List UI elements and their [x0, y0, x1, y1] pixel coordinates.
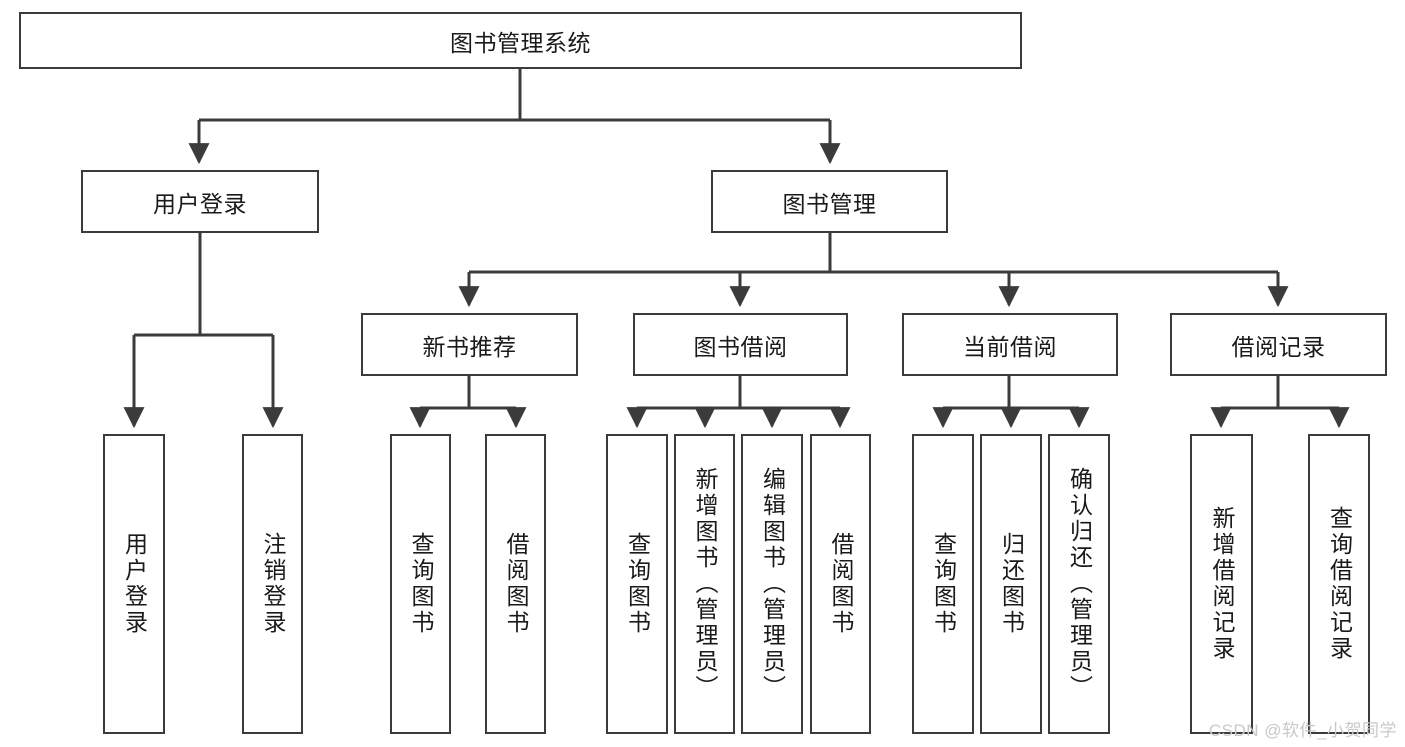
node-new-book-recommend[interactable]: 新书推荐: [361, 313, 578, 376]
leaf-node-label: 注销登录: [260, 532, 286, 636]
leaf-node[interactable]: 借阅图书: [485, 434, 546, 734]
node-borrow-records[interactable]: 借阅记录: [1170, 313, 1387, 376]
leaf-node[interactable]: 注销登录: [242, 434, 303, 734]
leaf-node[interactable]: 查询图书: [912, 434, 974, 734]
leaf-node[interactable]: 借阅图书: [810, 434, 871, 734]
leaf-node-label: 查询借阅记录: [1326, 506, 1353, 662]
node-current-borrow-label: 当前借阅: [963, 333, 1057, 360]
leaf-node-label: 借阅图书: [503, 532, 529, 636]
leaf-node-label: 新增图书（管理员）: [692, 467, 718, 701]
node-root-label: 图书管理系统: [450, 29, 591, 56]
leaf-node-label: 归还图书: [998, 532, 1025, 636]
node-user-login[interactable]: 用户登录: [81, 170, 319, 233]
node-book-borrow[interactable]: 图书借阅: [633, 313, 848, 376]
leaf-node-label: 查询图书: [930, 532, 957, 636]
leaf-node-label: 用户登录: [121, 532, 148, 636]
leaf-node-label: 编辑图书（管理员）: [759, 467, 786, 701]
leaf-node-label: 确认归还（管理员）: [1066, 467, 1093, 701]
leaf-node[interactable]: 编辑图书（管理员）: [741, 434, 803, 734]
watermark-text: CSDN @软件_小贺同学: [1208, 721, 1397, 740]
node-borrow-records-label: 借阅记录: [1231, 333, 1326, 360]
leaf-node[interactable]: 新增借阅记录: [1190, 434, 1253, 734]
node-book-management[interactable]: 图书管理: [711, 170, 948, 233]
node-book-borrow-label: 图书借阅: [693, 333, 788, 360]
leaf-node-label: 借阅图书: [828, 532, 854, 636]
leaf-node[interactable]: 确认归还（管理员）: [1048, 434, 1110, 734]
node-user-login-label: 用户登录: [153, 190, 247, 217]
node-current-borrow[interactable]: 当前借阅: [902, 313, 1118, 376]
leaf-node-label: 查询图书: [408, 532, 434, 636]
leaf-node-label: 新增借阅记录: [1209, 506, 1235, 662]
node-root-system[interactable]: 图书管理系统: [19, 12, 1022, 69]
leaf-node[interactable]: 归还图书: [980, 434, 1042, 734]
leaf-node-label: 查询图书: [624, 532, 651, 636]
leaf-node[interactable]: 新增图书（管理员）: [674, 434, 735, 734]
leaf-node[interactable]: 用户登录: [103, 434, 165, 734]
leaf-node[interactable]: 查询借阅记录: [1308, 434, 1370, 734]
leaf-node[interactable]: 查询图书: [606, 434, 668, 734]
node-book-management-label: 图书管理: [782, 190, 877, 217]
node-new-book-recommend-label: 新书推荐: [422, 333, 517, 360]
leaf-node[interactable]: 查询图书: [390, 434, 451, 734]
